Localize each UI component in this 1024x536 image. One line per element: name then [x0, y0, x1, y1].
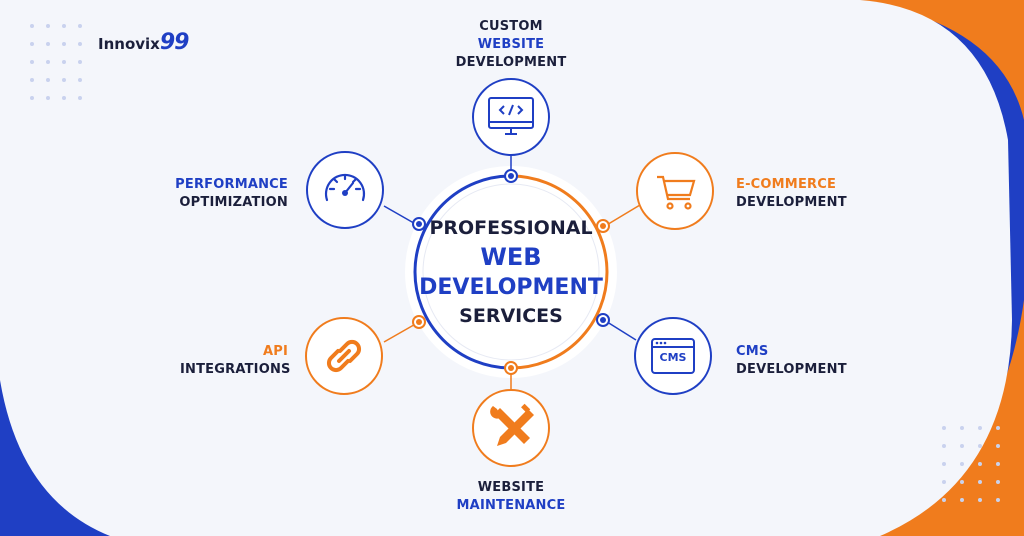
center-circle — [405, 166, 617, 378]
dot-grid-top-left — [30, 24, 82, 100]
speedometer-icon — [324, 173, 366, 202]
logo-text: Innovix — [98, 35, 160, 53]
chain-link-icon — [326, 339, 362, 373]
api-node — [305, 317, 383, 395]
ecommerce-label: E-COMMERCE DEVELOPMENT — [736, 176, 847, 212]
cms-label: CMS DEVELOPMENT — [736, 343, 847, 379]
brand-logo[interactable]: Innovix99 — [98, 30, 190, 55]
connector-dots — [412, 169, 610, 375]
cms-node — [634, 317, 712, 395]
wrench-screwdriver-icon — [490, 403, 534, 446]
custom-website-label: CUSTOM WEBSITE DEVELOPMENT — [447, 18, 575, 72]
dot-grid-bottom-right — [942, 426, 1000, 502]
custom-label-line-2: WEBSITE — [477, 37, 545, 52]
maintenance-label-line-1: WEBSITE — [477, 480, 545, 495]
maintenance-label-line-2: MAINTENANCE — [456, 498, 566, 513]
api-label: API INTEGRATIONS — [180, 343, 291, 379]
center-ring-orange — [510, 174, 609, 370]
center-line-4: SERVICES — [459, 305, 563, 327]
custom-website-node — [472, 78, 550, 156]
api-label-line-1: API — [262, 344, 288, 359]
ecommerce-label-line-1: E-COMMERCE — [736, 177, 837, 192]
shopping-cart-icon — [657, 175, 696, 210]
performance-node — [306, 151, 384, 229]
orange-accent-shape — [850, 0, 1024, 120]
orange-accent-bottom — [870, 300, 1024, 536]
performance-label-line-1: PERFORMANCE — [175, 177, 288, 192]
maintenance-node — [472, 389, 550, 467]
performance-label: PERFORMANCE OPTIMIZATION — [170, 176, 288, 212]
ecommerce-label-line-2: DEVELOPMENT — [736, 195, 847, 210]
cms-label-line-2: DEVELOPMENT — [736, 362, 847, 377]
custom-label-line-1: CUSTOM — [479, 19, 543, 34]
center-title: PROFESSIONAL WEB DEVELOPMENT SERVICES — [410, 215, 612, 329]
performance-label-line-2: OPTIMIZATION — [179, 195, 288, 210]
api-label-line-2: INTEGRATIONS — [180, 362, 291, 377]
center-ring-blue — [413, 174, 512, 370]
logo-number: 99 — [159, 30, 190, 55]
center-line-3: DEVELOPMENT — [419, 275, 603, 300]
custom-label-line-3: DEVELOPMENT — [455, 55, 567, 70]
center-line-2: WEB — [480, 243, 542, 271]
center-line-1: PROFESSIONAL — [429, 217, 593, 239]
ecommerce-node — [636, 152, 714, 230]
maintenance-label: WEBSITE MAINTENANCE — [452, 479, 570, 515]
browser-window-icon — [651, 338, 695, 374]
monitor-code-icon — [488, 97, 534, 135]
cms-label-line-1: CMS — [736, 344, 769, 359]
cms-icon-label: CMS — [659, 351, 687, 364]
